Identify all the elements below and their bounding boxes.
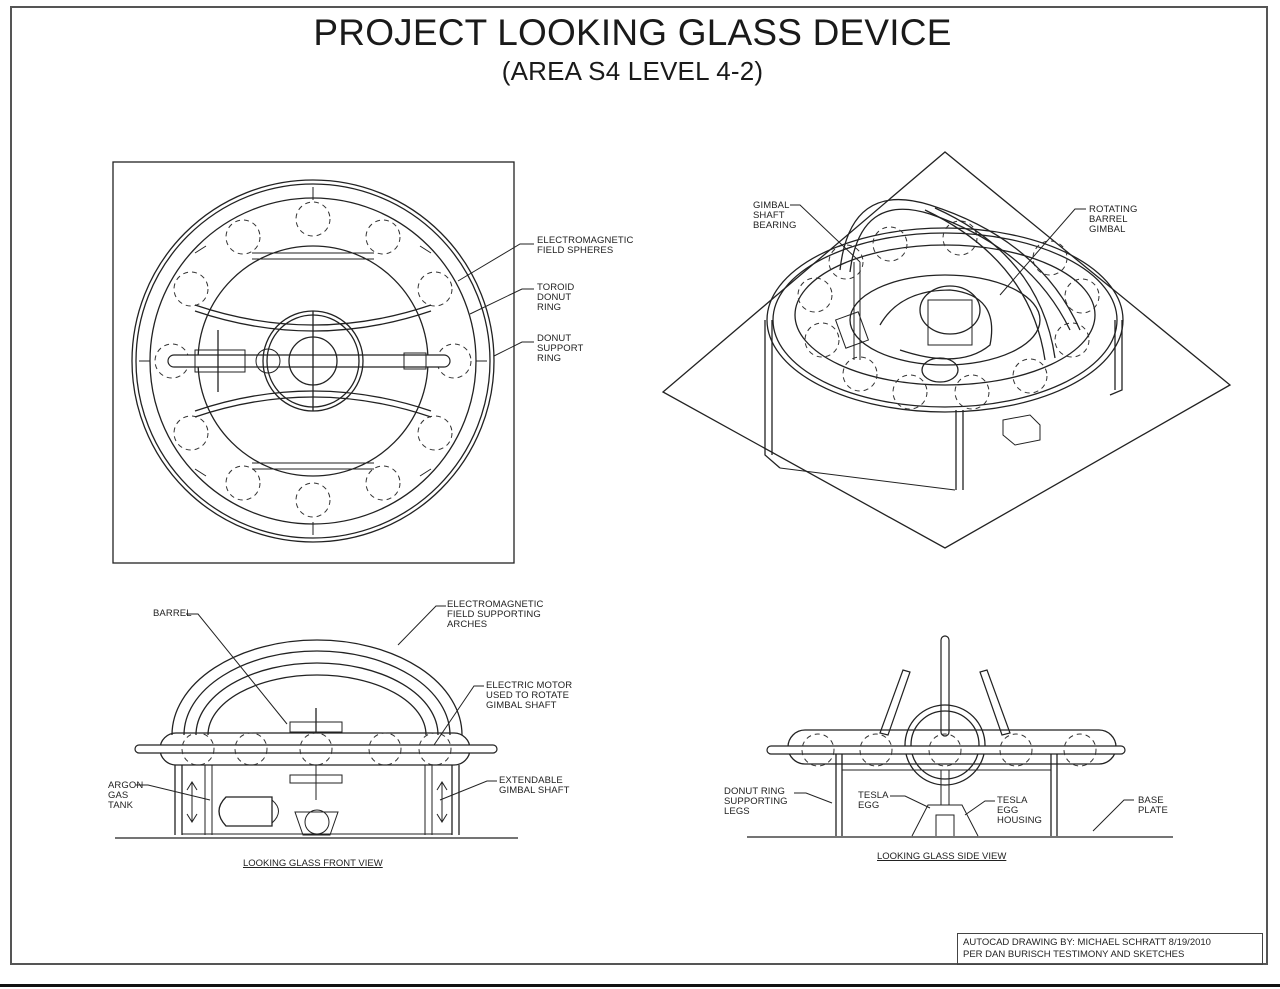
iso-arch-2 [924, 209, 1046, 361]
label-gimbal-shaft-bearing: GIMBAL SHAFT BEARING [753, 200, 797, 231]
label-rotating-barrel-gimbal: ROTATING BARREL GIMBAL [1089, 204, 1138, 235]
label-toroid-donut-ring: TOROID DONUT RING [537, 282, 575, 313]
side-view [747, 635, 1173, 838]
label-tesla-egg-housing: TESLA EGG HOUSING [997, 795, 1043, 826]
caption-front-view: LOOKING GLASS FRONT VIEW [243, 858, 383, 869]
label-argon-gas-tank: ARGON GAS TANK [108, 780, 144, 811]
front-shaft-arrow-right [436, 781, 448, 823]
argon-tank [218, 796, 273, 827]
side-legs [835, 754, 1058, 836]
bottom-rule [0, 984, 1280, 987]
iso-leg-front [955, 410, 964, 490]
label-donut-ring-supporting-legs: DONUT RING SUPPORTING LEGS [724, 786, 788, 817]
title-block-source: PER DAN BURISCH TESTIMONY AND SKETCHES [963, 949, 1185, 960]
front-egg-housing [294, 811, 339, 836]
isometric-view [661, 151, 1232, 549]
title-block: AUTOCAD DRAWING BY: MICHAEL SCHRATT 8/19… [957, 933, 1263, 965]
drawing-sheet-border [10, 6, 1268, 965]
drawing-subtitle: (AREA S4 LEVEL 4-2) [501, 56, 764, 86]
iso-arch-1 [839, 198, 1081, 331]
caption-side-view: LOOKING GLASS SIDE VIEW [877, 851, 1007, 862]
iso-leg-left [764, 320, 781, 469]
base-plate [661, 151, 1232, 549]
drawing-title: PROJECT LOOKING GLASS DEVICE [313, 12, 952, 53]
donut-support-ring-outer [131, 179, 495, 543]
barrel-shaft [167, 354, 451, 368]
top-view [112, 161, 515, 564]
iso-field-spheres [797, 220, 1100, 410]
side-support-ring [766, 745, 1126, 755]
iso-leg-right [1109, 320, 1123, 396]
label-barrel: BARREL [153, 608, 192, 619]
label-tesla-egg: TESLA EGG [858, 790, 889, 811]
label-electromagnetic-field-supporting-arches: ELECTROMAGNETIC FIELD SUPPORTING ARCHES [447, 599, 544, 630]
label-electric-motor: ELECTRIC MOTOR USED TO ROTATE GIMBAL SHA… [486, 680, 573, 711]
title-block-author: AUTOCAD DRAWING BY: MICHAEL SCHRATT 8/19… [963, 937, 1211, 948]
front-view [115, 639, 518, 839]
iso-box [1002, 414, 1041, 446]
top-view-frame [112, 161, 515, 564]
front-barrel [289, 721, 343, 733]
label-extendable-gimbal-shaft: EXTENDABLE GIMBAL SHAFT [499, 775, 570, 796]
label-donut-support-ring: DONUT SUPPORT RING [537, 333, 584, 364]
front-shaft-arrow-left [186, 781, 198, 823]
tesla-egg [935, 814, 955, 836]
front-support-ring [134, 744, 498, 754]
tesla-egg-housing [911, 804, 979, 837]
side-vertical-arch [940, 635, 950, 737]
label-electromagnetic-field-spheres: ELECTROMAGNETIC FIELD SPHERES [537, 235, 634, 256]
label-base-plate: BASE PLATE [1138, 795, 1168, 816]
